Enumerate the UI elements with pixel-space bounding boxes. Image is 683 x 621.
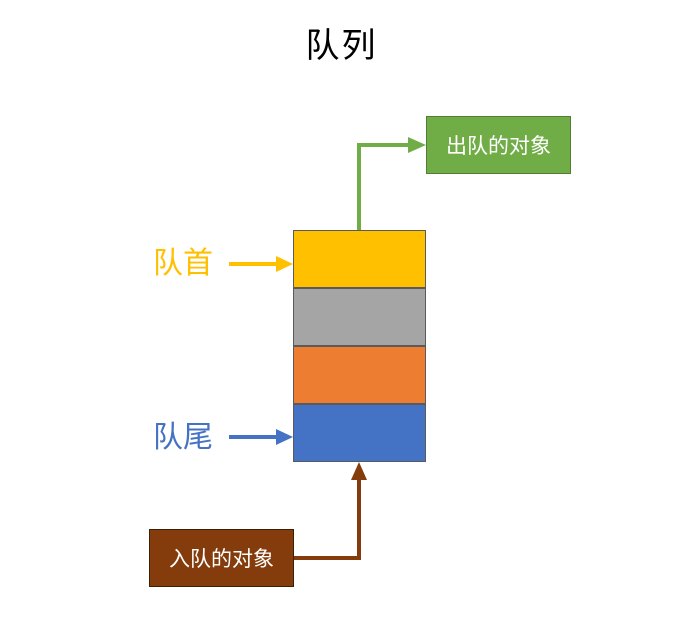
- dequeued-object-box: 出队的对象: [426, 116, 571, 174]
- tail-pointer-arrowhead: [276, 429, 293, 445]
- enqueue-arrowhead: [351, 462, 367, 480]
- enqueue-arrow: [294, 478, 361, 560]
- enqueued-object-box: 入队的对象: [149, 529, 294, 587]
- queue-cell-third: [293, 346, 426, 404]
- queue-tail-label: 队尾: [153, 420, 213, 455]
- dequeue-arrow: [357, 143, 410, 230]
- queue-cell-tail: [293, 404, 426, 462]
- dequeue-arrowhead: [408, 137, 426, 153]
- head-pointer-arrowhead: [276, 256, 293, 272]
- queue-head-label: 队首: [153, 246, 213, 281]
- queue-cell-second: [293, 288, 426, 346]
- diagram-title: 队列: [305, 26, 378, 66]
- queue-cell-head: [293, 230, 426, 288]
